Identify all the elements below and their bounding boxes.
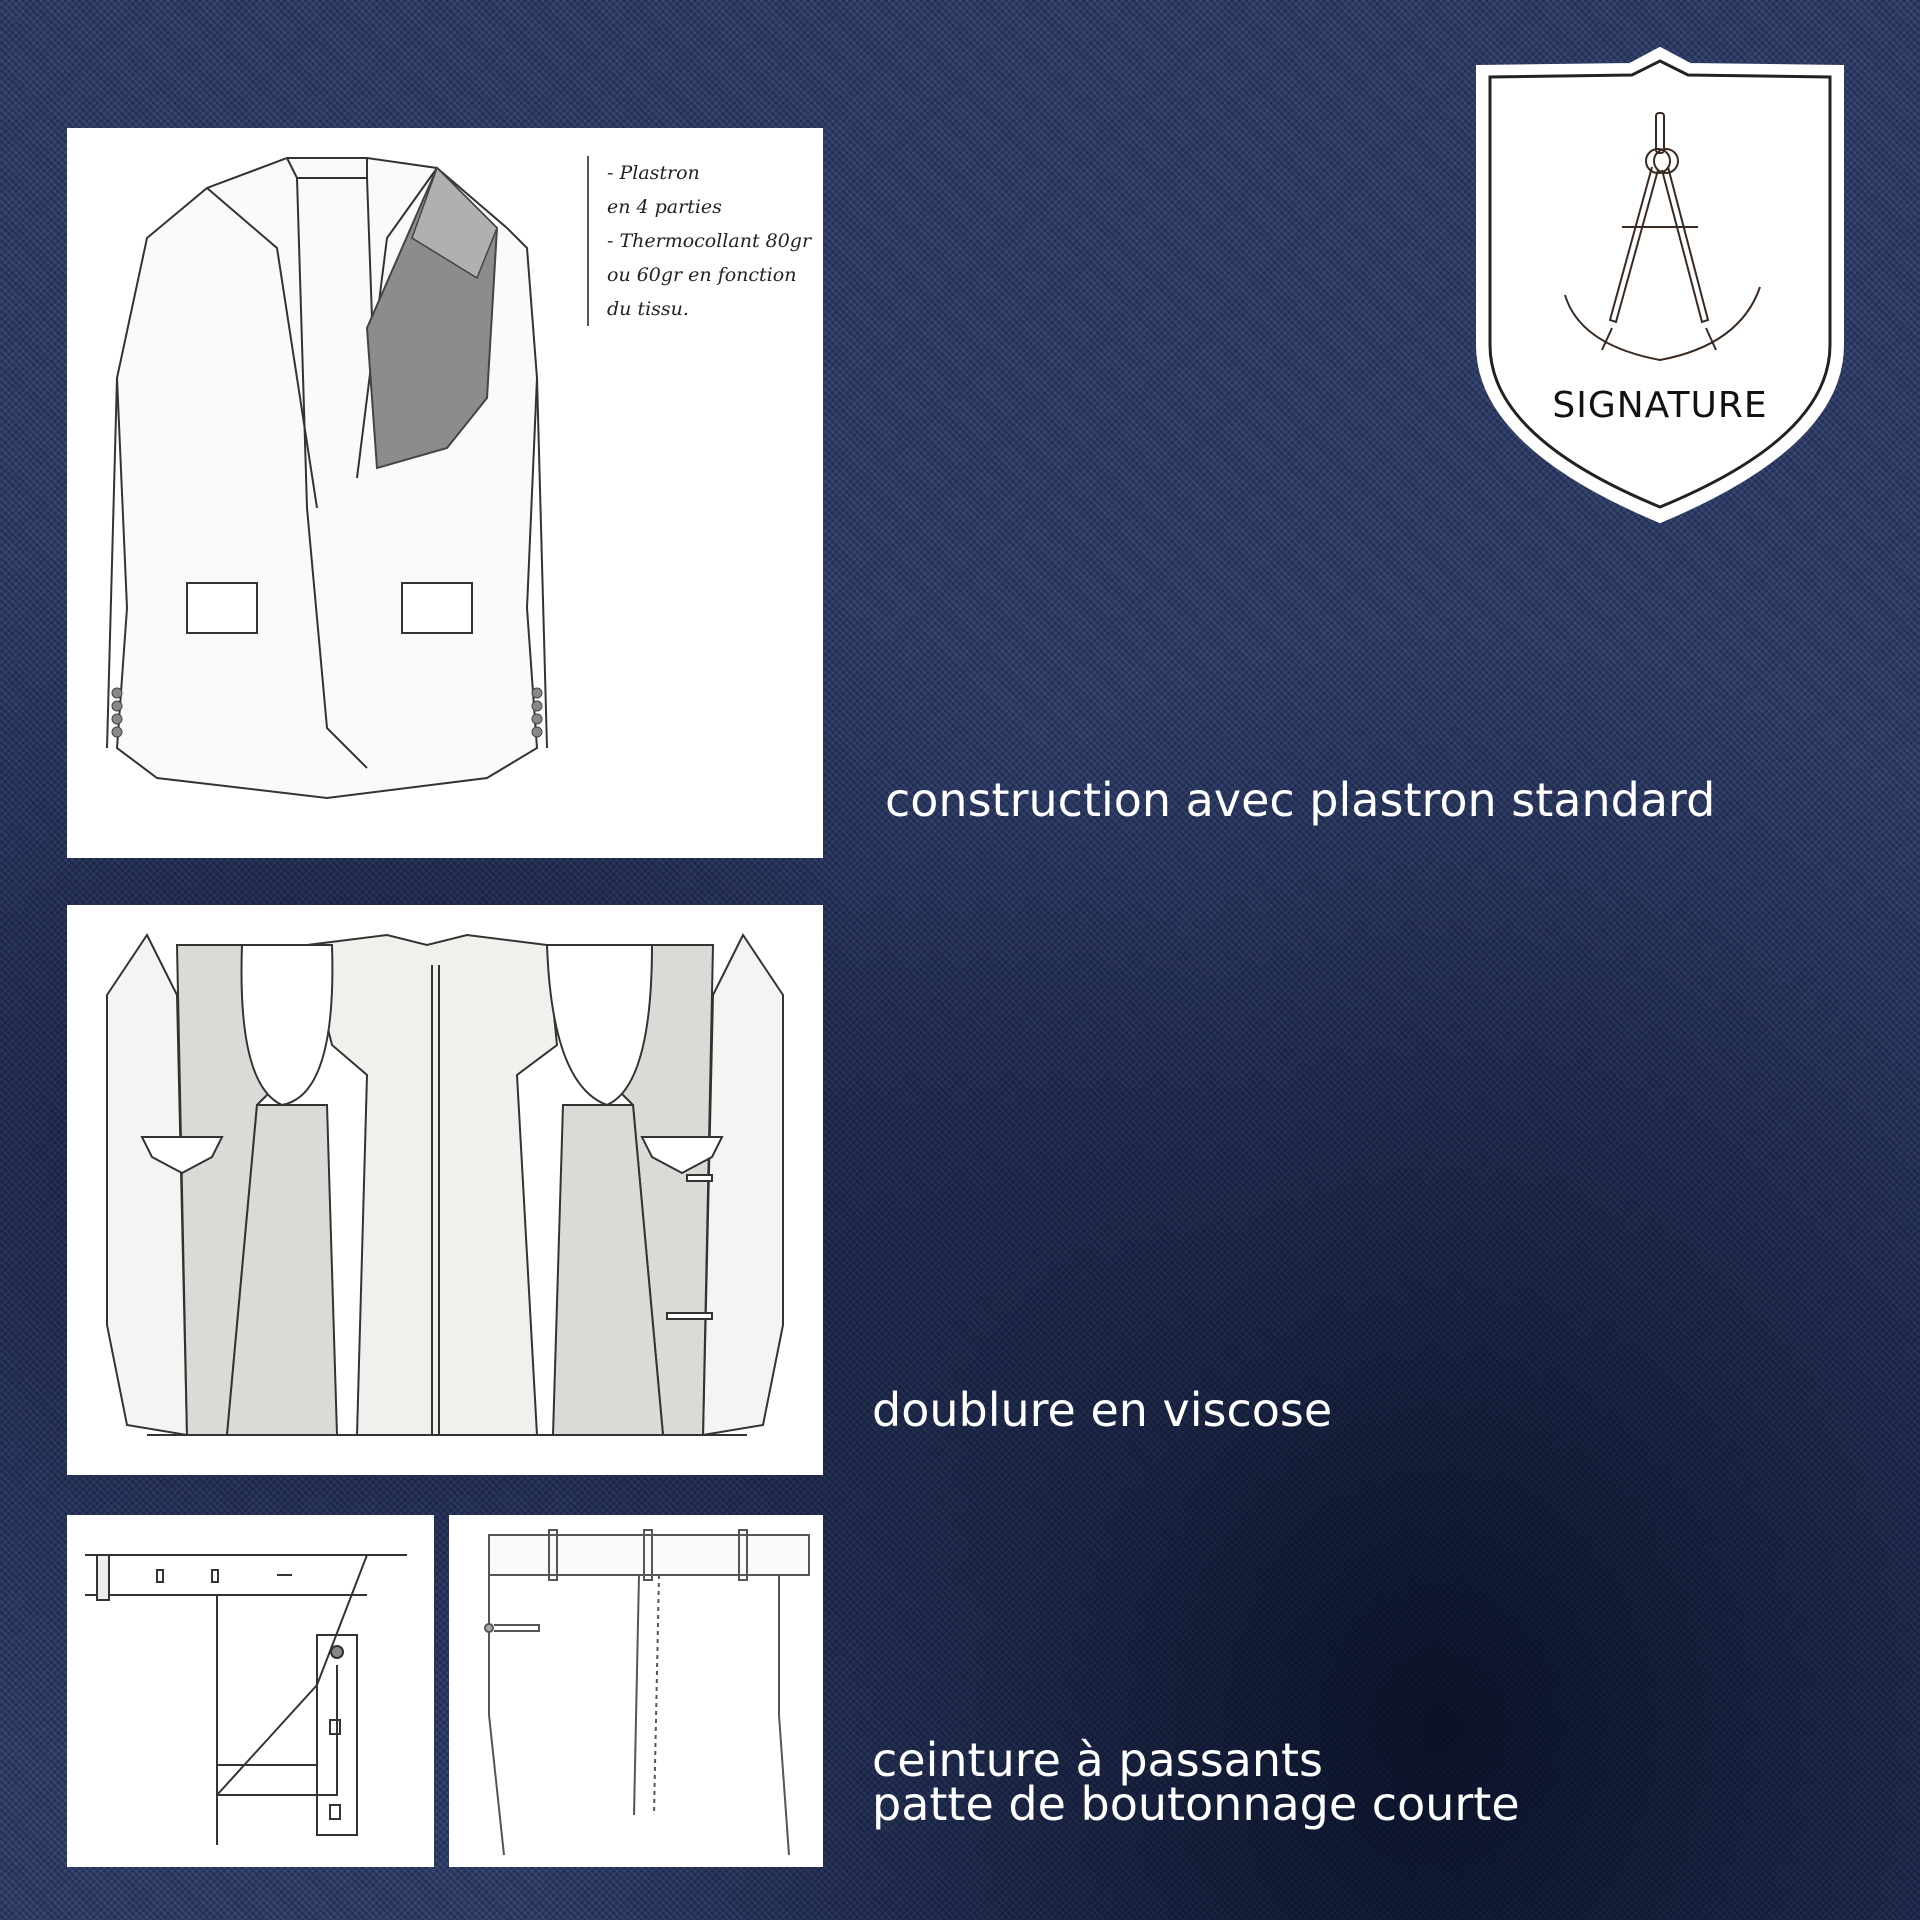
trouser-front-panel	[449, 1515, 823, 1867]
jacket-front-illustration	[106, 157, 548, 800]
note-line: en 4 parties	[607, 196, 722, 218]
signature-label: SIGNATURE	[1552, 385, 1768, 426]
trouser-front-illustration	[484, 1529, 810, 1856]
waistband-detail-panel	[67, 1515, 434, 1867]
caption-waistband-line1: ceinture à passants	[872, 1733, 1324, 1787]
shield-icon	[1476, 46, 1844, 524]
jacket-front-panel: - Plastron en 4 parties - Thermocollant …	[67, 128, 823, 858]
jacket-lining-illustration	[106, 933, 784, 1437]
caption-waistband-line2: patte de boutonnage courte	[872, 1777, 1520, 1831]
jacket-lining-panel	[67, 905, 823, 1475]
note-line: du tissu.	[607, 298, 689, 320]
note-line: - Plastron	[607, 162, 700, 184]
signature-badge: SIGNATURE	[1470, 45, 1850, 525]
construction-notes: - Plastron en 4 parties - Thermocollant …	[587, 156, 811, 326]
waistband-detail-illustration	[85, 1554, 407, 1845]
caption-construction: construction avec plastron standard	[885, 773, 1716, 827]
compass-icon	[1564, 112, 1761, 362]
note-line: - Thermocollant 80gr	[607, 230, 812, 252]
caption-lining: doublure en viscose	[872, 1383, 1333, 1437]
note-line: ou 60gr en fonction	[607, 264, 797, 286]
